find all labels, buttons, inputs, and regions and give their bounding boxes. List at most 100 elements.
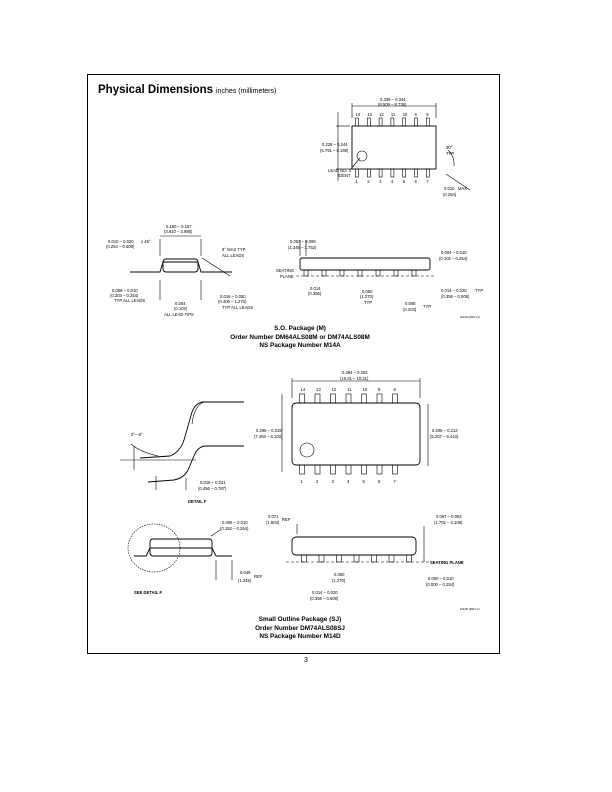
- so-min-dim-mm: (0.356): [308, 291, 322, 296]
- so-top-lower-pin-label: 6: [415, 179, 418, 184]
- sj-upper-pin-label: 13: [316, 387, 321, 392]
- detail-label: DETAIL F: [188, 499, 207, 504]
- see-detail-label: SEE DETAIL F: [134, 590, 162, 595]
- so-top-upper-pin: [402, 117, 407, 127]
- sj-side-ref-label: REF: [254, 574, 263, 579]
- sj-lower-pin: [392, 464, 398, 475]
- sj-front-ref-label: REF: [282, 517, 291, 522]
- sj-lower-pin: [314, 464, 321, 475]
- so-top-upper-pin: [425, 117, 430, 127]
- so-foot-dim-mm: (0.406 – 1.270): [218, 299, 247, 304]
- sj-side-ref-dim-mm: (1.245): [238, 578, 252, 583]
- sj-lower-pin: [299, 464, 305, 475]
- so-body-w-dim-mm: (3.810 – 3.988): [164, 229, 193, 234]
- sj-side-body: [149, 538, 213, 557]
- caption1-line2: Order Number DM64ALS08M or DM74ALS08M: [230, 333, 370, 341]
- so-height-dim-mm: (1.346 – 1.752): [288, 245, 317, 250]
- so-pitch-typ: TYP: [364, 300, 372, 305]
- sj-upper-pin-label: 9: [378, 387, 381, 392]
- so-standoff-dim: 0.004 – 0.010: [441, 250, 467, 255]
- so-chamfer-dim: 0.010 – 0.020: [108, 239, 134, 244]
- so-side-view: 0.150 – 0.157 (3.810 – 3.988) 0.010 – 0.…: [106, 224, 253, 317]
- so-top-lower-pin-label: 4: [391, 179, 394, 184]
- so-max-dim-mm: (0.254): [443, 192, 457, 197]
- sj-pin1-dot: [299, 442, 315, 458]
- caption-sj-package: Small Outline Package (SJ) Order Number …: [150, 616, 450, 642]
- so-lead-angle2: ALL LEADS: [222, 253, 244, 258]
- sj-front-leads: [301, 554, 412, 563]
- sj-lower-pin-label: 7: [394, 479, 397, 484]
- sj-lower-pin-label: 1: [301, 479, 304, 484]
- so-front-lead: [321, 269, 327, 277]
- sj-side-ref-dim: 0.049: [240, 570, 251, 575]
- sj-standoff-dim: 0.000 – 0.010: [428, 576, 454, 581]
- sj-lower-pin: [361, 464, 367, 475]
- so-lead-w-dim-mm: (0.356 – 0.508): [441, 294, 470, 299]
- sj-drawing-ref: M14D (REV A): [460, 607, 480, 611]
- sj-front-lead: [301, 554, 307, 563]
- sj-upper-pin: [299, 393, 305, 404]
- caption2-line2: Order Number DM74ALS08SJ: [255, 624, 345, 632]
- so-side-body: [162, 258, 199, 273]
- sj-front-body: [291, 536, 417, 556]
- sj-upper-pin: [361, 393, 367, 404]
- so-angle: 30°: [446, 145, 453, 150]
- sj-upper-pin: [345, 393, 352, 404]
- so-width-dim: 0.335 – 0.344: [380, 97, 406, 102]
- title-units: inches (millimeters): [216, 88, 277, 95]
- so-front-lead: [357, 269, 363, 277]
- so-plane: PLANE: [280, 274, 294, 279]
- sj-lead-w-dim-mm: (0.356 – 0.508): [310, 596, 339, 601]
- so-foot-typ: TYP ALL LEADS: [222, 305, 253, 310]
- so-top-upper-pin: [414, 117, 418, 127]
- so-top-lower-pin: [390, 168, 395, 178]
- detail-foot-dim: 0.018 – 0.031: [200, 480, 226, 485]
- so-top-lower-pin-label: 2: [367, 179, 370, 184]
- sj-upper-pin-label: 11: [347, 387, 352, 392]
- so-top-upper-pin-label: 14: [356, 112, 361, 117]
- so-top-lower-pin: [378, 168, 383, 178]
- so-thick-dim-mm: (0.203 – 0.254): [110, 293, 139, 298]
- sj-front-lead: [406, 554, 412, 563]
- so-front-leads: [303, 269, 417, 277]
- sj-lower-pin-label: 2: [316, 479, 319, 484]
- so-top-lower-pin-label: 1: [356, 179, 359, 184]
- so-top-lower-pin: [366, 168, 371, 178]
- so-lead-t-typ: TYP: [423, 304, 431, 309]
- so-pitch-dim-mm: (1.270): [360, 294, 374, 299]
- sj-lead-w-dim: 0.014 – 0.020: [312, 590, 338, 595]
- so-lead-t-dim: 0.008: [405, 301, 416, 306]
- so-chamfer-x: x 45°: [141, 239, 151, 244]
- so-thick-typ: TYP ALL LEADS: [114, 298, 145, 303]
- sj-standoff-dim-mm: (0.000 – 0.254): [426, 582, 455, 587]
- so-chamfer-dim-mm: (0.254 – 0.508): [106, 244, 135, 249]
- so-lead-w-typ: TYP: [475, 288, 483, 293]
- so-lead-angle: 8° MAX TYP: [222, 247, 246, 252]
- sj-right-dim: 0.205 – 0.213: [432, 428, 458, 433]
- so-standoff-dim-mm: (0.102 – 0.254): [439, 256, 468, 261]
- sj-height-dim: 0.067 – 0.083: [436, 514, 462, 519]
- sj-top-body: [291, 402, 421, 466]
- sj-lower-pin: [330, 464, 336, 475]
- so-front-lead: [339, 269, 345, 277]
- sj-lower-pin-label: 5: [363, 479, 366, 484]
- so-front-lead: [411, 269, 417, 277]
- so-top-upper-pin-label: 9: [415, 112, 418, 117]
- so-top-upper-pin-label: 10: [403, 112, 408, 117]
- so-angle-typ: TYP: [446, 151, 454, 156]
- detail-angle: 0°– 8°: [131, 432, 143, 437]
- so-top-upper-pin: [366, 117, 371, 127]
- sj-lower-pin: [376, 464, 383, 475]
- sj-lower-pin: [345, 464, 352, 475]
- sj-seating-plane: SEATING PLANE: [430, 560, 464, 565]
- caption1-line1: S.O. Package (M): [274, 325, 326, 332]
- sj-height-dim-mm: (1.702 – 2.108): [434, 520, 463, 525]
- so-tip-dim-mm: (0.102): [174, 306, 188, 311]
- page-frame: [87, 74, 500, 654]
- so-foot-dim: 0.016 – 0.050: [220, 294, 246, 299]
- sj-front-view: 0.071 REF (1.803) 0.067 – 0.083 (1.702 –…: [266, 514, 480, 611]
